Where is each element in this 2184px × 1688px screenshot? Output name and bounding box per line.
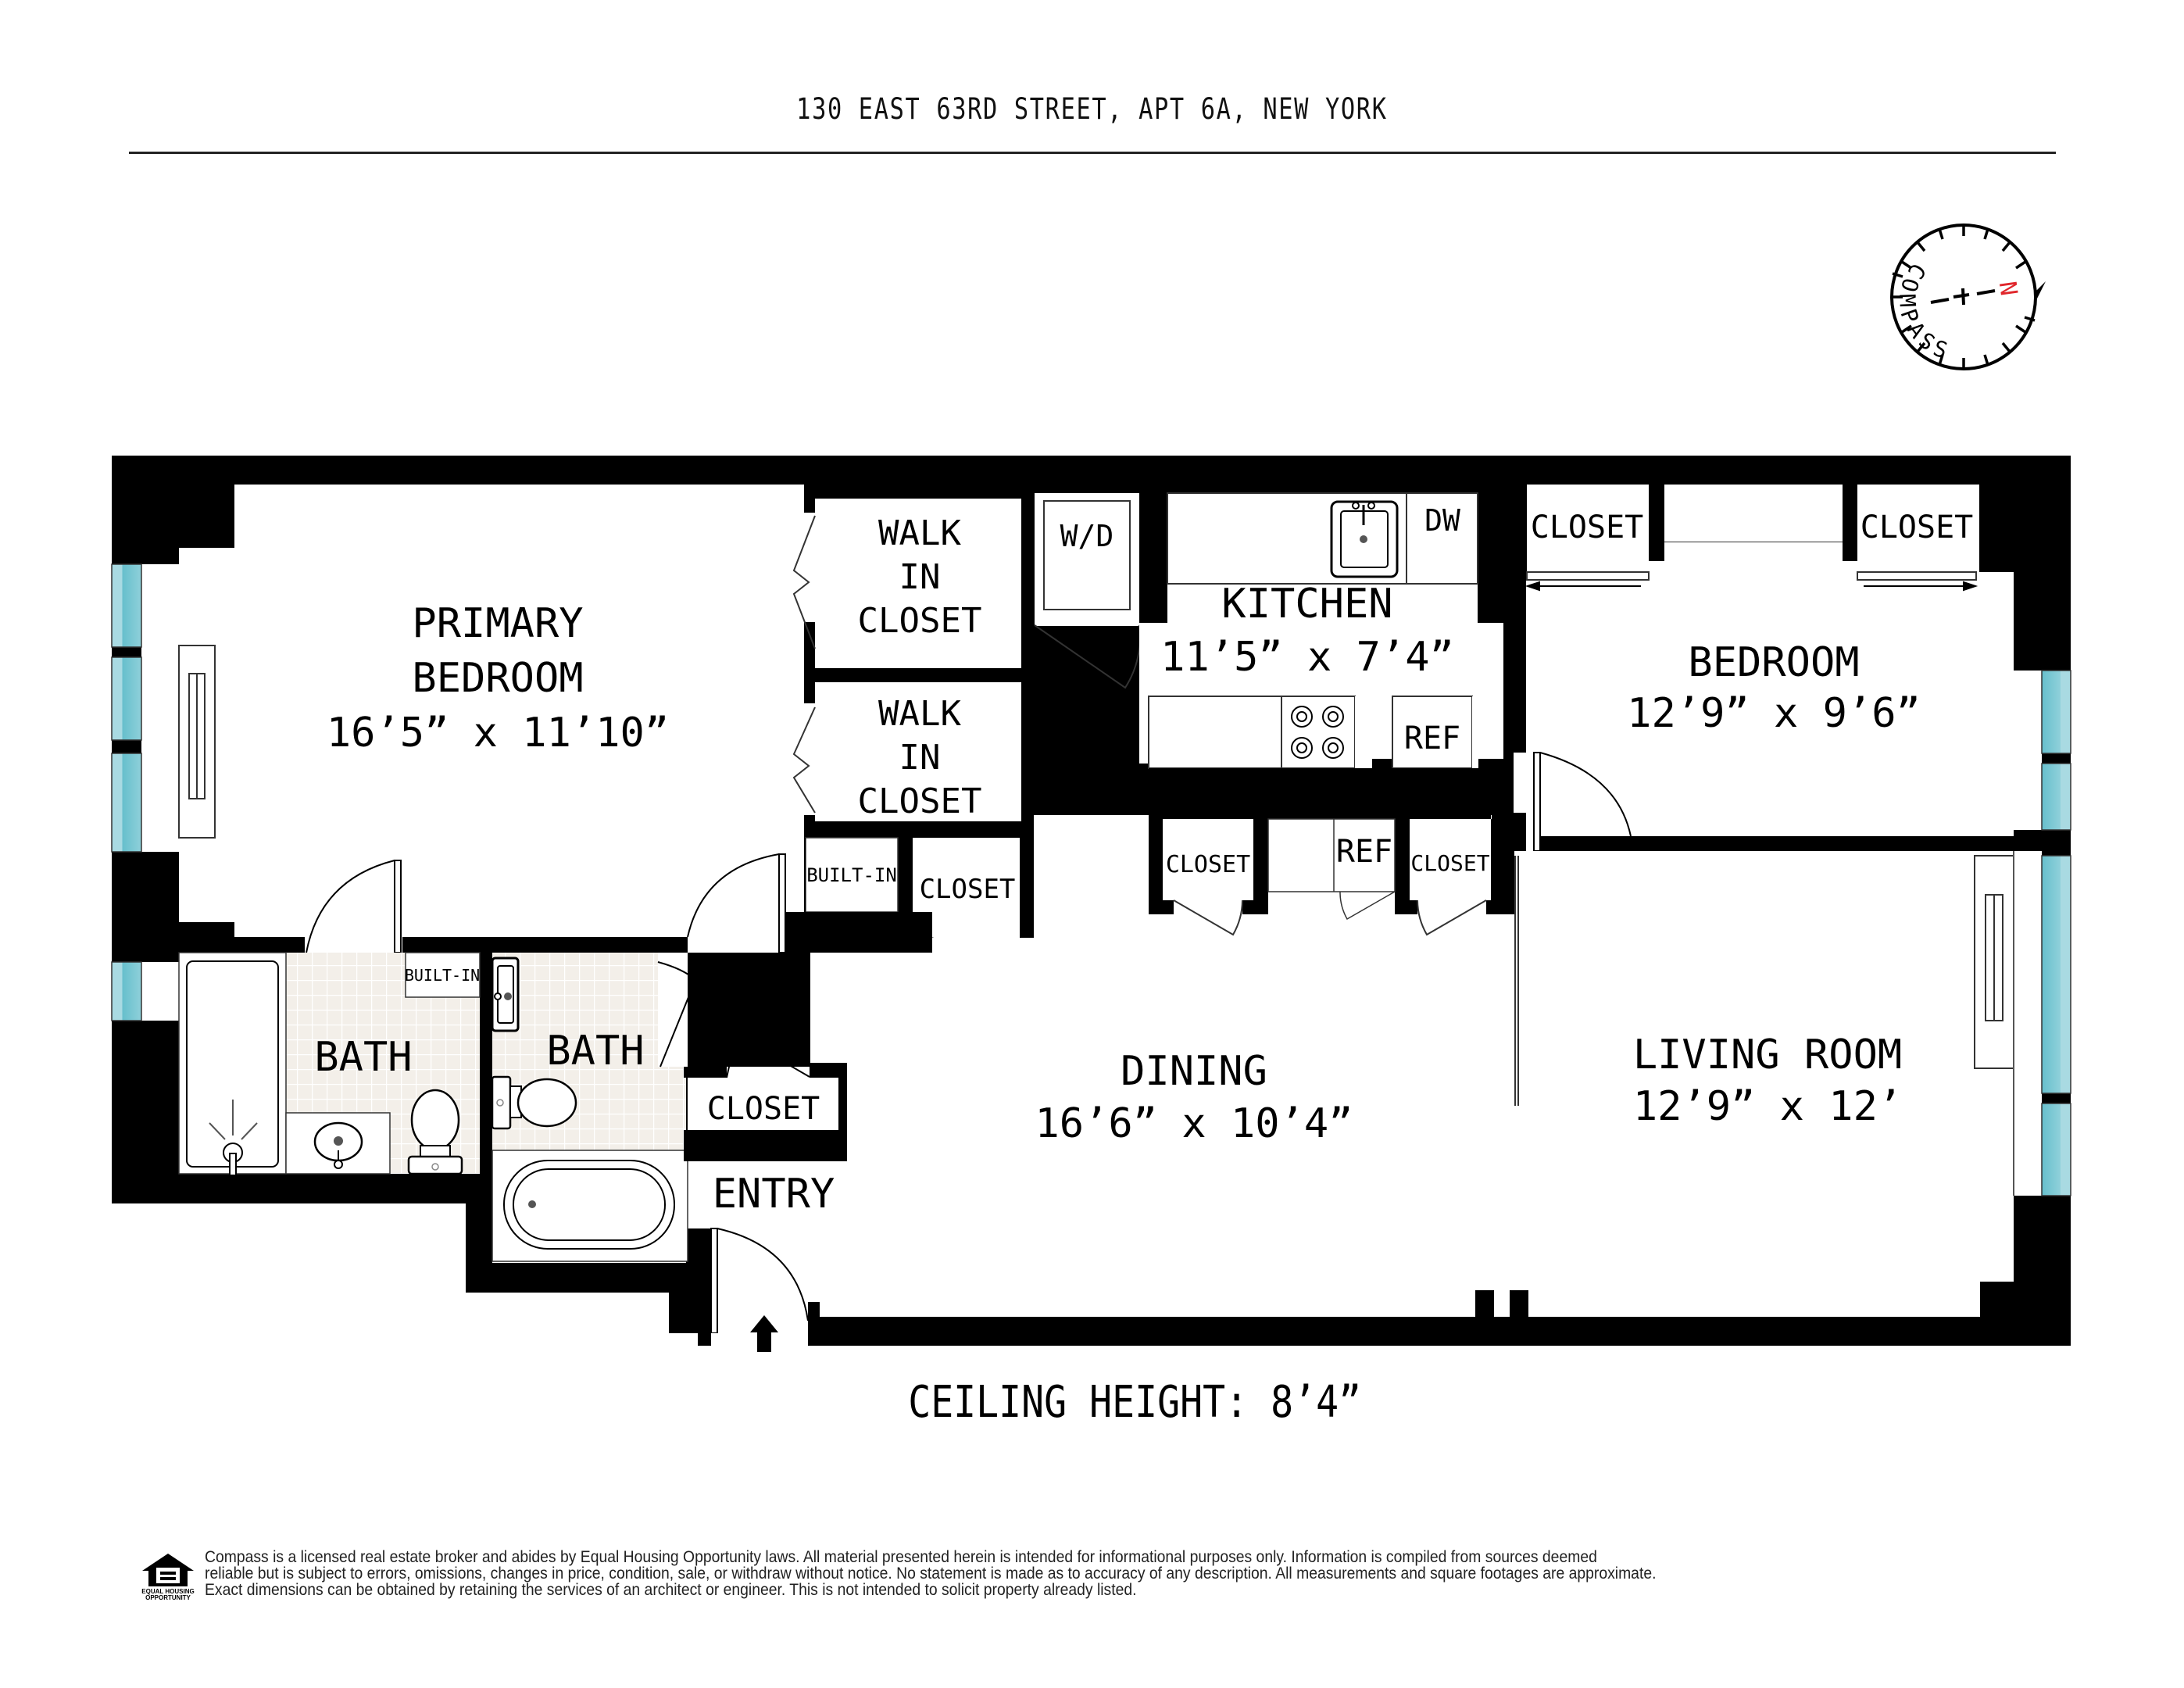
- primary-bedroom-name-1: PRIMARY: [412, 600, 583, 647]
- window: [2041, 670, 2071, 754]
- refrigerator: [1392, 696, 1473, 769]
- bath-1-built-in-label: BUILT-IN: [405, 966, 480, 985]
- equal-housing-icon: EQUAL HOUSING OPPORTUNITY: [141, 1554, 195, 1600]
- primary-bedroom-dims: 16’5” x 11’10”: [327, 710, 669, 756]
- compass-needle: [1930, 288, 1996, 306]
- cooktop-icon: [1281, 696, 1356, 769]
- bedroom-closet-left-label: CLOSET: [1531, 510, 1644, 545]
- disclaimer: Compass is a licensed real estate broker…: [205, 1547, 1977, 1599]
- bedroom-dims: 12’9” x 9’6”: [1627, 690, 1921, 737]
- built-in-cabinet: [805, 837, 899, 913]
- washer-dryer-unit: [1043, 500, 1131, 610]
- ceiling-height: CEILING HEIGHT: 8’4”: [908, 1377, 1362, 1428]
- dining-closet-right-label: CLOSET: [1410, 850, 1489, 876]
- compass-label: COMPASS: [1894, 259, 1955, 365]
- walk-in-closet-2-line1: WALK: [878, 694, 961, 734]
- dishwasher-label: DW: [1424, 503, 1460, 538]
- washer-dryer-label: W/D: [1060, 519, 1114, 553]
- room-primary-bedroom: [179, 485, 804, 937]
- windows: [111, 563, 2071, 1196]
- walk-in-closet-2-line2: IN: [899, 738, 941, 778]
- living-room-name: LIVING ROOM: [1633, 1032, 1902, 1078]
- entry-closet-label: CLOSET: [707, 1091, 820, 1127]
- kitchen-ref-label: REF: [1404, 721, 1460, 756]
- toilet-icon: [491, 1075, 577, 1130]
- address-title: 130 EAST 63RD STREET, APT 6A, NEW YORK: [796, 92, 1388, 126]
- window: [2041, 855, 2071, 1094]
- room-walk-in-closet-1: [815, 499, 1021, 668]
- bath-1-name: BATH: [314, 1034, 412, 1081]
- window: [111, 563, 142, 648]
- bath-2-name: BATH: [546, 1028, 644, 1075]
- compass: N COMPASS: [1890, 224, 2046, 370]
- disclaimer-line: reliable but is subject to errors, omiss…: [205, 1564, 1657, 1582]
- dining-ref-label: REF: [1336, 834, 1392, 870]
- window: [111, 753, 142, 853]
- walk-in-closet-1-line3: CLOSET: [858, 601, 982, 641]
- dining-dims: 16’6” x 10’4”: [1035, 1100, 1353, 1147]
- bedroom-name: BEDROOM: [1688, 639, 1859, 686]
- walk-in-closet-1-line2: IN: [899, 557, 941, 597]
- walk-in-closet-2-line3: CLOSET: [858, 781, 982, 821]
- window: [2041, 1103, 2071, 1196]
- room-walk-in-closet-2: [815, 682, 1021, 821]
- walk-in-closet-1-line1: WALK: [878, 513, 961, 553]
- toilet-icon: [407, 1089, 463, 1175]
- disclaimer-line: Exact dimensions can be obtained by reta…: [205, 1580, 1137, 1599]
- bedroom-bottom-wall: [1631, 836, 2042, 851]
- room-bedroom: [1526, 542, 2014, 836]
- hall-built-in-label: BUILT-IN: [806, 864, 897, 886]
- room-bedroom-closet-right: [1857, 485, 1979, 572]
- compass-ticks: [1892, 225, 2036, 369]
- hall-closet-label: CLOSET: [920, 874, 1016, 905]
- room-dining-living: [688, 815, 2014, 1327]
- window: [2041, 763, 2071, 831]
- footer: EQUAL HOUSING OPPORTUNITY Compass is a l…: [139, 1547, 2061, 1604]
- sliding-door-arrows: [1525, 581, 1978, 592]
- entry-arrow-icon: [750, 1315, 778, 1352]
- dining-closet-left-label: CLOSET: [1166, 851, 1250, 878]
- kitchen-dims: 11’5” x 7’4”: [1160, 634, 1454, 681]
- room-entry-closet: [699, 1078, 838, 1130]
- dining-name: DINING: [1121, 1048, 1267, 1095]
- kitchen-counter-top: [1167, 492, 1478, 585]
- disclaimer-line: Compass is a licensed real estate broker…: [205, 1547, 1597, 1566]
- svg-text:OPPORTUNITY: OPPORTUNITY: [145, 1594, 191, 1600]
- title-divider: [129, 152, 2056, 154]
- entry-label: ENTRY: [713, 1171, 835, 1218]
- bathtub-icon: [178, 952, 287, 1175]
- north-arrow-icon: [2035, 281, 2046, 302]
- built-in-cabinet: [405, 952, 481, 998]
- window: [111, 961, 142, 1021]
- room-bedroom-closet-left: [1527, 485, 1649, 572]
- living-room-dims: 12’9” x 12’: [1633, 1083, 1902, 1130]
- window: [111, 656, 142, 741]
- primary-bedroom-name-2: BEDROOM: [412, 655, 583, 702]
- bedroom-closet-right-label: CLOSET: [1861, 510, 1974, 545]
- shower-icon: [209, 1100, 258, 1176]
- svg-text:EQUAL HOUSING: EQUAL HOUSING: [141, 1588, 194, 1595]
- compass-north-label: N: [1996, 280, 2025, 298]
- kitchen-name: KITCHEN: [1221, 581, 1392, 628]
- bathtub-icon: [503, 1160, 675, 1250]
